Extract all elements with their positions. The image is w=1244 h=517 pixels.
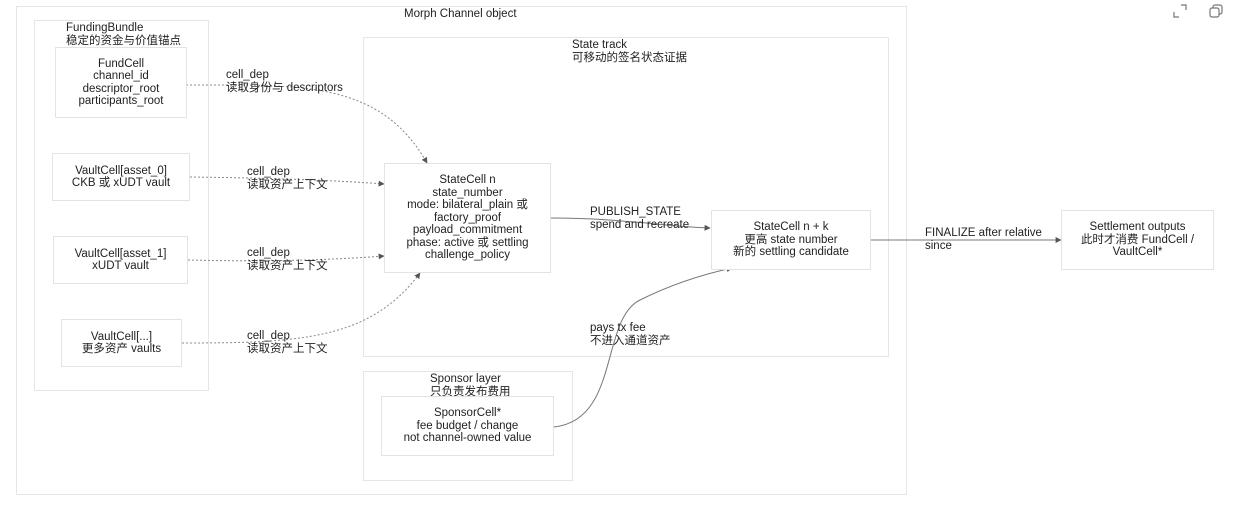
edge-label-publish-state: PUBLISH_STATE spend and recreate — [590, 206, 690, 231]
settlement-outputs-node: Settlement outputs 此时才消费 FundCell / Vaul… — [1061, 210, 1214, 270]
vaultcell-asset0-node: VaultCell[asset_0] CKB 或 xUDT vault — [52, 153, 190, 201]
state-track-title: State track 可移动的签名状态证据 — [572, 39, 687, 64]
morph-channel-cluster — [16, 6, 907, 495]
vaultcell-asset1-node: VaultCell[asset_1] xUDT vault — [53, 236, 188, 284]
expand-icon[interactable] — [1172, 3, 1188, 19]
edge-sponsor-fee — [553, 266, 733, 428]
funding-bundle-title: FundingBundle 稳定的资金与价值锚点 — [66, 22, 181, 47]
sponsor-layer-cluster — [363, 371, 573, 481]
edge-label-vaultn-cell-dep: cell_dep 读取资产上下文 — [247, 330, 328, 355]
edge-label-vault0-cell-dep: cell_dep 读取资产上下文 — [247, 166, 328, 191]
morph-channel-title: Morph Channel object — [404, 8, 517, 20]
edge-label-fund-cell-dep: cell_dep 读取身份与 descriptors — [226, 69, 343, 94]
copy-icon[interactable] — [1208, 3, 1224, 19]
state-track-cluster — [363, 37, 889, 357]
statecell-n-node: StateCell n state_number mode: bilateral… — [384, 163, 551, 273]
statecell-n-plus-k-node: StateCell n + k 更高 state number 新的 settl… — [711, 210, 871, 270]
edge-label-sponsor-fee: pays tx fee 不进入通道资产 — [590, 322, 671, 347]
funding-bundle-cluster — [34, 20, 209, 391]
edge-publish-state — [550, 217, 711, 231]
edge-label-vault1-cell-dep: cell_dep 读取资产上下文 — [247, 247, 328, 272]
fundcell-node: FundCell channel_id descriptor_root part… — [55, 47, 187, 118]
sponsorcell-node: SponsorCell* fee budget / change not cha… — [381, 396, 554, 456]
vaultcell-more-node: VaultCell[...] 更多资产 vaults — [61, 319, 182, 367]
sponsor-layer-title: Sponsor layer 只负责发布费用 — [430, 373, 511, 398]
edge-vaultn-to-statecell — [181, 272, 421, 344]
edge-fundcell-to-statecell — [185, 84, 428, 164]
edge-label-finalize: FINALIZE after relative since — [925, 227, 1042, 252]
edge-vault1-to-statecell — [187, 253, 385, 262]
